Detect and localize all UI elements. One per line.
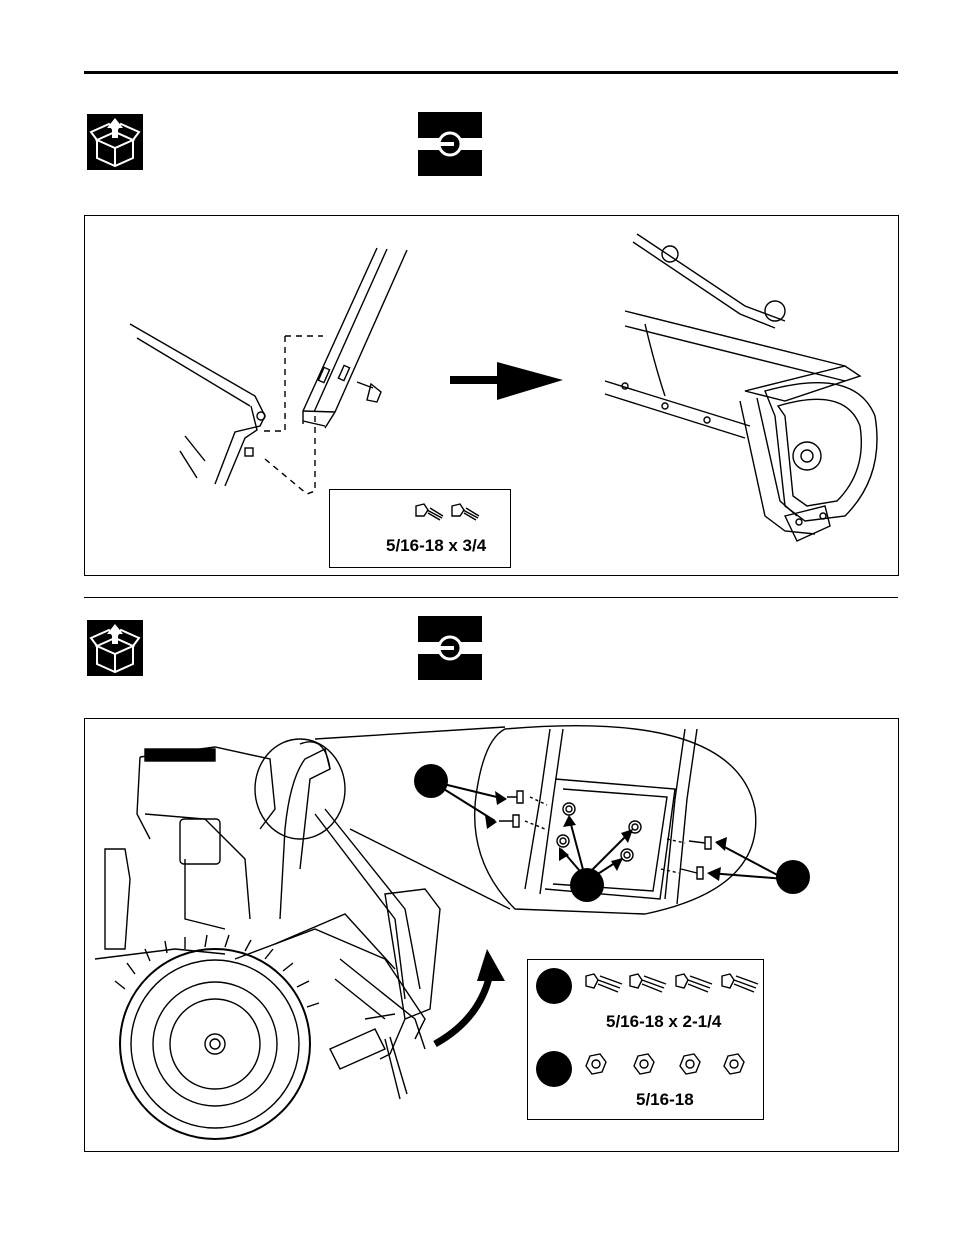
callout-bolt-left — [414, 764, 448, 798]
nut-size-label: 5/16-18 — [636, 1090, 694, 1110]
bolt-size-label: 5/16-18 x 2-1/4 — [606, 1012, 721, 1032]
section-divider — [84, 597, 898, 598]
screw-icon — [416, 504, 428, 516]
handle-mount-drawing — [85, 719, 898, 1151]
bolt-icon — [630, 974, 666, 992]
bolt-icon — [722, 974, 758, 992]
screw-icon — [452, 504, 464, 516]
connect-ring-icon — [418, 616, 482, 680]
nut-icon — [724, 1054, 744, 1074]
nut-icon — [586, 1054, 606, 1074]
bolt-icon — [676, 974, 712, 992]
header-rule — [84, 71, 898, 74]
hardware-callout-step2: 5/16-18 x 2-1/4 5/16-18 — [527, 959, 764, 1120]
callout-bolt-key — [536, 968, 572, 1004]
step2-illustration-panel: 5/16-18 x 2-1/4 5/16-18 — [84, 718, 899, 1152]
callout-nut-key — [536, 1051, 572, 1087]
nut-icon — [680, 1054, 700, 1074]
step1-illustration-panel: 5/16-18 x 3/4 — [84, 215, 899, 576]
hardware-size-label: 5/16-18 x 3/4 — [386, 536, 486, 556]
connect-ring-icon — [418, 112, 482, 176]
unpack-box-icon — [87, 114, 143, 170]
callout-nut — [570, 868, 604, 902]
hardware-callout-step1: 5/16-18 x 3/4 — [329, 489, 511, 568]
bolt-icon — [586, 974, 622, 992]
unpack-box-icon — [87, 620, 143, 676]
nut-icon — [634, 1054, 654, 1074]
callout-bolt-right — [776, 860, 810, 894]
